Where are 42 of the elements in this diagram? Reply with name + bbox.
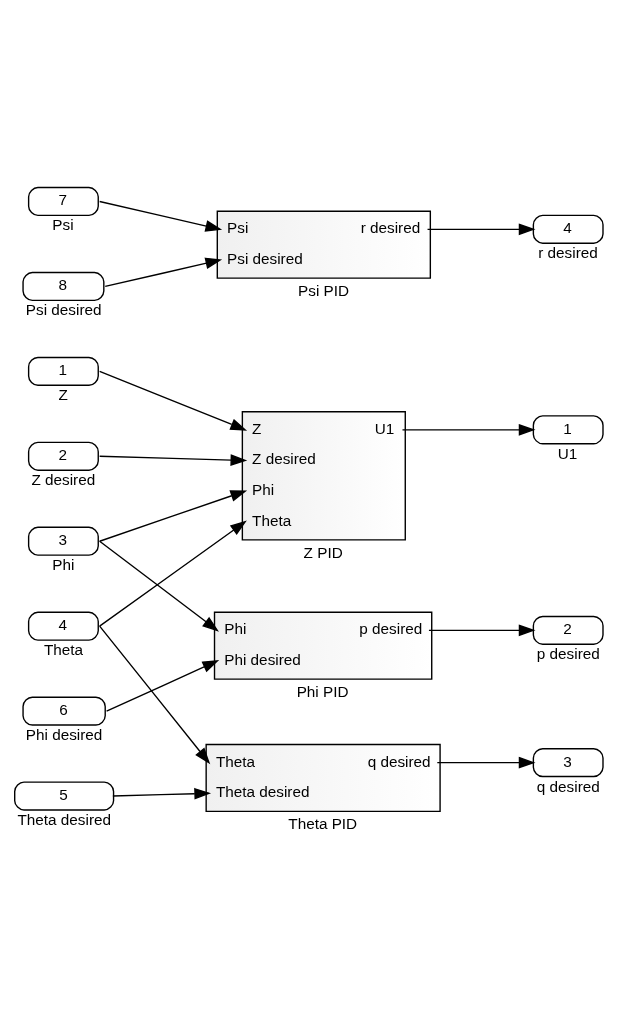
- node-label: p desired: [536, 645, 600, 663]
- node-box: 2: [27, 441, 99, 471]
- node-box: 1: [27, 356, 99, 386]
- arrow: [105, 660, 220, 712]
- arrow: [428, 624, 536, 637]
- node-label: Theta PID: [288, 815, 358, 833]
- node-box: 4: [27, 611, 99, 641]
- node-label: Psi desired: [25, 301, 102, 319]
- node-label: Phi PID: [296, 682, 349, 700]
- arrow: [436, 756, 536, 769]
- arrow: [112, 787, 212, 800]
- arrow: [98, 454, 248, 466]
- node-box: 6: [22, 696, 106, 726]
- node-label: Psi: [52, 216, 74, 234]
- arrow: [104, 257, 223, 288]
- node-box: 1: [532, 415, 604, 445]
- arrow: [401, 424, 536, 436]
- arrow: [98, 490, 248, 542]
- node-box: 3: [532, 748, 604, 778]
- node-label: U1: [557, 444, 578, 462]
- node-box: 2: [532, 615, 604, 645]
- node-label: r desired: [538, 244, 598, 262]
- node-box: 4: [532, 214, 604, 244]
- node-label: Z PID: [303, 543, 343, 561]
- node-box: 8: [22, 271, 105, 302]
- node-label: Phi: [52, 556, 75, 574]
- node-box: 7: [27, 186, 99, 217]
- arrow: [98, 200, 223, 232]
- arrow: [98, 370, 248, 431]
- node-box: 5: [14, 781, 115, 811]
- arrow: [98, 520, 247, 627]
- node-label: Theta desired: [17, 811, 112, 829]
- node-label: Phi desired: [25, 726, 103, 744]
- arrow: [426, 223, 536, 236]
- node-label: Z desired: [31, 471, 96, 489]
- node-label: Z: [58, 386, 68, 404]
- arrow: [98, 540, 219, 632]
- node-label: q desired: [536, 777, 600, 795]
- node-box: 3: [27, 526, 99, 556]
- arrow: [98, 625, 211, 765]
- node-label: Theta: [43, 641, 84, 659]
- node-label: Psi PID: [298, 281, 350, 299]
